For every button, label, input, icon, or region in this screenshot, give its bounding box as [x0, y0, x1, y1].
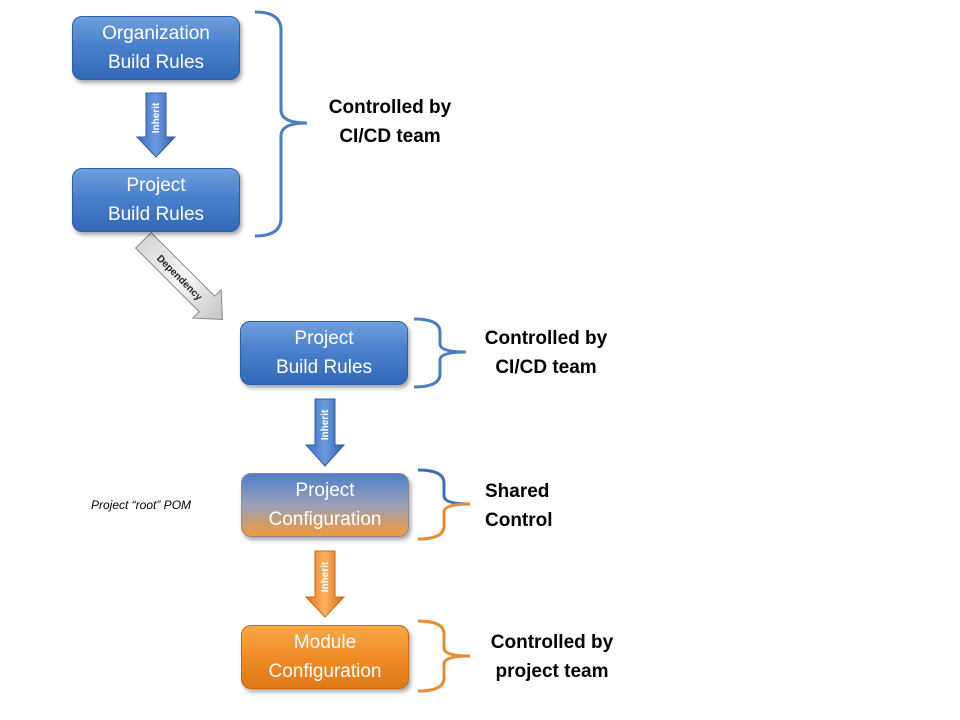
project-build-rules-mid-box: Project Build Rules: [240, 321, 408, 385]
inherit-arrow-2-label: Inherit: [320, 409, 331, 440]
project-configuration-label: Project Configuration: [268, 480, 382, 530]
inherit-arrow-1-label: Inherit: [151, 102, 162, 133]
bracket-shared-bottom: [417, 502, 471, 541]
inherit-arrow-3-label: Inherit: [320, 561, 331, 592]
module-configuration-box: Module Configuration: [241, 625, 409, 689]
project-build-rules-top-label: Project Build Rules: [107, 175, 205, 225]
bracket-shared-top: [417, 468, 471, 506]
note-project-team: Controlled by project team: [490, 632, 614, 682]
bracket-ci-cd-top: [254, 10, 308, 238]
note-shared-control: Shared Control: [485, 481, 553, 531]
module-configuration-label: Module Configuration: [268, 632, 382, 682]
organization-build-rules-label: Organization Build Rules: [102, 23, 210, 73]
organization-build-rules-box: Organization Build Rules: [72, 16, 240, 80]
inherit-arrow-2: Inherit: [304, 398, 346, 467]
project-build-rules-top-box: Project Build Rules: [72, 168, 240, 232]
dependency-arrow: Dependency: [134, 231, 224, 321]
note-ci-cd-top: Controlled by CI/CD team: [328, 97, 452, 147]
root-pom-note: Project “root” POM: [91, 498, 192, 512]
bracket-ci-cd-mid: [413, 317, 467, 389]
note-ci-cd-mid: Controlled by CI/CD team: [484, 328, 608, 378]
inherit-arrow-3: Inherit: [304, 550, 346, 618]
project-build-rules-mid-label: Project Build Rules: [275, 328, 373, 378]
inherit-arrow-1: Inherit: [135, 92, 177, 158]
project-configuration-box: Project Configuration: [241, 473, 409, 537]
bracket-project-team: [417, 619, 471, 693]
